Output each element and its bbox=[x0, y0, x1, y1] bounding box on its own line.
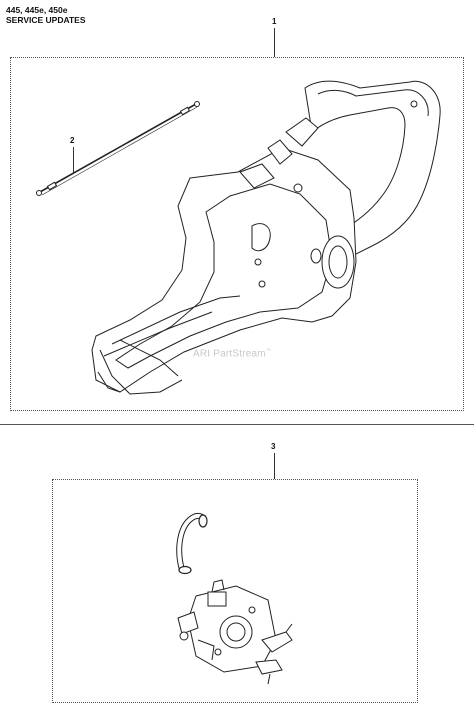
rear-handle-housing-part[interactable] bbox=[91, 80, 441, 395]
callout-2[interactable]: 2 bbox=[70, 136, 75, 145]
model-numbers: 445, 445e, 450e bbox=[6, 5, 68, 15]
section-divider bbox=[0, 424, 474, 425]
callout-2-leader bbox=[73, 147, 74, 173]
callout-3[interactable]: 3 bbox=[271, 442, 276, 451]
callout-3-leader bbox=[274, 453, 275, 479]
throttle-cable-part[interactable] bbox=[36, 101, 200, 196]
carburetor-part[interactable] bbox=[177, 579, 293, 685]
callout-1[interactable]: 1 bbox=[272, 17, 277, 26]
hook-bracket-part[interactable] bbox=[176, 512, 208, 575]
callout-1-leader bbox=[274, 28, 275, 57]
service-kit-panel-3 bbox=[52, 479, 418, 703]
partstream-watermark: ARI PartStream™ bbox=[193, 348, 272, 360]
service-kit-panel-1 bbox=[10, 57, 464, 411]
page-header: 445, 445e, 450e SERVICE UPDATES bbox=[6, 5, 86, 25]
section-title: SERVICE UPDATES bbox=[6, 15, 86, 25]
